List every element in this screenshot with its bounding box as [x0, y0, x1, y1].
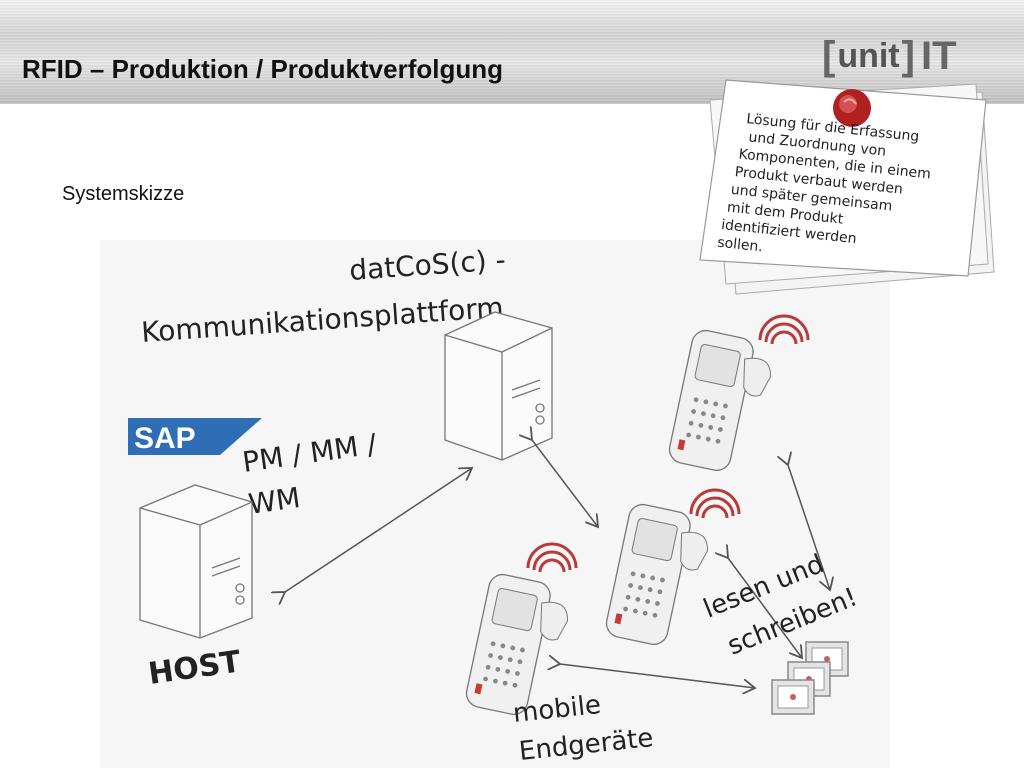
connection-arrows [285, 440, 830, 688]
rfid-waves-icon [758, 314, 810, 345]
handheld-device-icon [465, 573, 569, 715]
host-server-icon [139, 484, 253, 639]
host-platform-arrow [285, 468, 472, 592]
logo-text: unit [837, 37, 900, 75]
device-tag-arrow-bottom [560, 664, 755, 688]
logo-bracket-close: ] [901, 34, 915, 78]
sap-logo: SAP [128, 418, 262, 455]
rfid-tag-icon [771, 679, 815, 715]
system-sketch: datCoS(c) - Kommunikationsplattform SAP … [100, 240, 890, 768]
device-tag-arrow-right [788, 465, 830, 590]
platform-device-arrow [532, 440, 598, 527]
modules-label-line1: PM / MM / [240, 427, 379, 479]
sap-logo-text: SAP [134, 422, 196, 455]
page-title: RFID – Produktion / Produktverfolgung [22, 54, 503, 84]
pinned-note: Lösung für die Erfassung und Zuordnung v… [699, 79, 995, 295]
note-paper-front [699, 79, 987, 277]
logo-suffix: IT [920, 34, 957, 78]
platform-server-icon [444, 311, 553, 461]
header-texture [0, 0, 1024, 104]
pushpin-icon [833, 89, 871, 127]
platform-label-line1: datCoS(c) - [348, 243, 507, 287]
unit-it-logo: [ unit ] IT [822, 36, 957, 76]
handheld-device-icon [605, 503, 709, 645]
device-tag-arrow-middle [728, 558, 802, 658]
logo-bracket-open: [ [822, 34, 836, 78]
host-label: HOST [146, 644, 243, 692]
rfid-waves-icon [689, 488, 741, 519]
modules-label-line2: WM [246, 481, 302, 521]
handheld-device-icon [668, 329, 772, 471]
mobile-devices-label-line2: Endgeräte [518, 723, 655, 767]
header-bar [0, 0, 1024, 104]
section-subtitle: Systemskizze [62, 183, 185, 205]
rfid-waves-icon [526, 542, 578, 573]
note-line: sollen. [717, 235, 764, 256]
